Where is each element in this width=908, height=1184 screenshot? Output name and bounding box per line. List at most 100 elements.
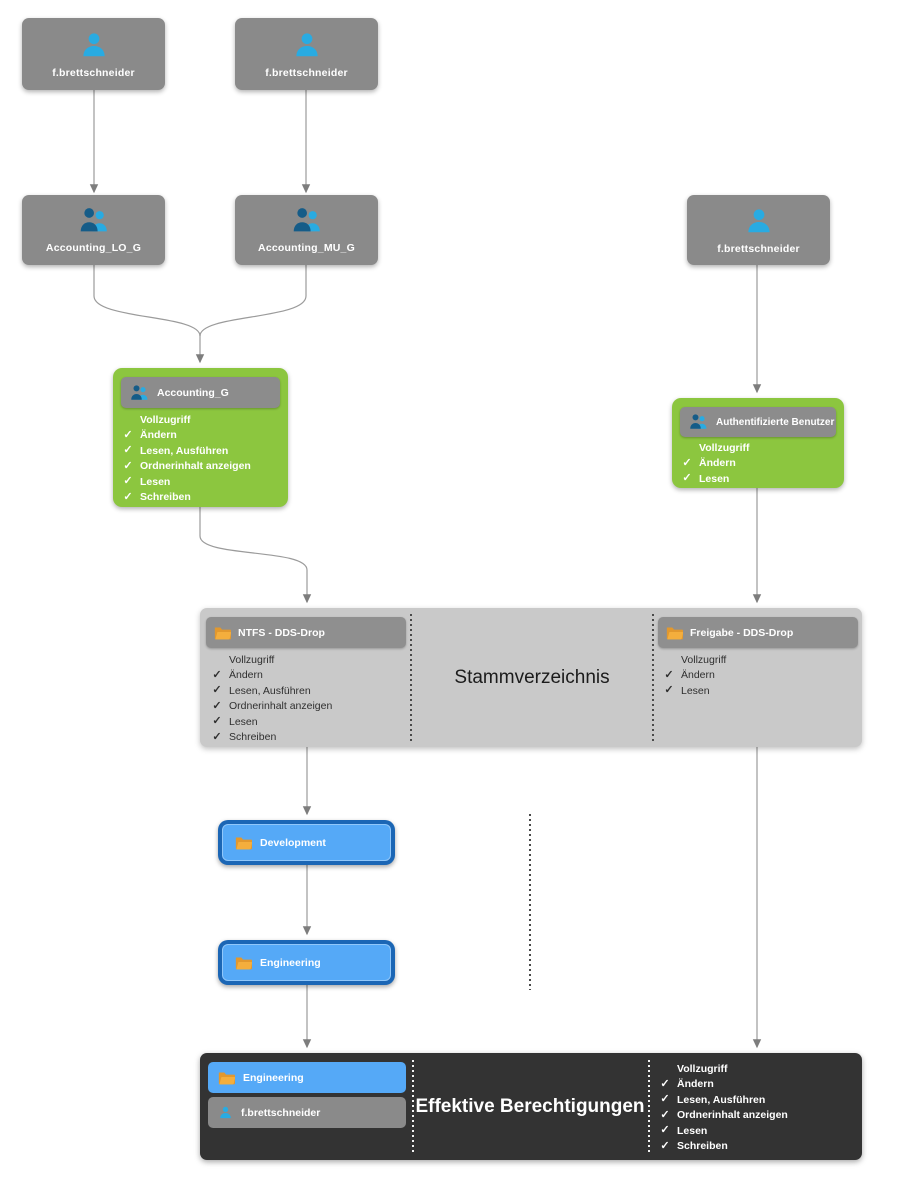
permission-row: ✓ Ordnerinhalt anzeigen — [121, 459, 251, 475]
permission-row: Vollzugriff — [680, 440, 750, 456]
permission-row: ✓ Lesen — [662, 683, 726, 699]
check-icon: ✓ — [664, 668, 674, 681]
header-label: Accounting_G — [157, 386, 229, 399]
permission-row: ✓ Ordnerinhalt anzeigen — [210, 699, 332, 715]
permission-list: Vollzugriff ✓ Ändern ✓ Lesen — [680, 440, 750, 487]
bar-label: Engineering — [243, 1071, 304, 1084]
header-label: Freigabe - DDS-Drop — [690, 626, 794, 639]
permission-label: Vollzugriff — [681, 653, 727, 666]
check-icon: ✓ — [212, 668, 222, 681]
check-icon: ✓ — [123, 490, 133, 503]
permission-row: ✓ Schreiben — [121, 490, 251, 506]
check-icon: ✓ — [660, 1124, 670, 1137]
folder-node-development: Development — [218, 820, 395, 865]
permission-label: Ändern — [229, 669, 263, 682]
check-icon: ✓ — [123, 444, 133, 457]
permission-label: Ordnerinhalt anzeigen — [140, 460, 251, 473]
bar-label: f.brettschneider — [241, 1106, 321, 1119]
section-divider — [652, 614, 654, 741]
check-icon: ✓ — [212, 684, 222, 697]
check-icon: ✓ — [660, 1093, 670, 1106]
permission-row: ✓ Ändern — [210, 668, 332, 684]
node-user-top-left: f.brettschneider — [22, 18, 165, 90]
check-icon: ✓ — [682, 456, 692, 469]
folder-icon — [218, 1071, 235, 1085]
check-icon: ✓ — [660, 1077, 670, 1090]
check-icon: ✓ — [123, 459, 133, 472]
permission-row: ✓Schreiben — [210, 730, 332, 746]
check-icon: ✓ — [123, 475, 133, 488]
check-icon: ✓ — [660, 1139, 670, 1152]
permission-label: Ändern — [677, 1078, 714, 1091]
permission-row: ✓ Ändern — [658, 1077, 788, 1093]
permission-label: Schreiben — [140, 491, 191, 504]
section-divider — [648, 1060, 650, 1154]
node-group-accounting-mu: Accounting_MU_G — [235, 195, 378, 265]
permission-label: Vollzugriff — [699, 441, 750, 454]
check-icon: ✓ — [682, 472, 692, 485]
permission-row: Vollzugriff — [662, 652, 726, 668]
user-icon — [218, 1105, 233, 1120]
permission-list: Vollzugriff ✓Ändern ✓Lesen — [662, 652, 726, 699]
section-divider — [410, 614, 412, 741]
share-header: Freigabe - DDS-Drop — [658, 617, 858, 648]
check-icon: ✓ — [212, 699, 222, 712]
node-user-top-right: f.brettschneider — [235, 18, 378, 90]
node-label: Accounting_LO_G — [45, 242, 142, 254]
permission-label: Lesen — [681, 684, 710, 697]
user-icon — [292, 30, 322, 60]
permission-label: Vollzugriff — [677, 1062, 728, 1075]
node-label: f.brettschneider — [717, 242, 800, 255]
user-icon — [79, 30, 109, 60]
folder-icon — [235, 836, 252, 850]
header-label: Authentifizierte Benutzer — [716, 416, 835, 428]
permission-row: Vollzugriff — [121, 412, 251, 428]
permission-box-header: Accounting_G — [121, 377, 280, 408]
check-icon: ✓ — [212, 730, 222, 743]
effective-user-bar: f.brettschneider — [208, 1097, 406, 1128]
permission-label: Vollzugriff — [140, 413, 191, 426]
section-title-root: Stammverzeichnis — [454, 667, 610, 688]
permission-label: Ordnerinhalt anzeigen — [229, 700, 333, 713]
permission-list: Vollzugriff ✓ Ändern ✓ Lesen, Ausführen ✓ O… — [210, 652, 332, 745]
permission-list: Vollzugriff ✓ Ändern ✓ Lesen, Ausführen ✓O… — [658, 1061, 788, 1155]
effective-folder-bar: Engineering — [208, 1062, 406, 1093]
permission-row: ✓ Ändern — [680, 456, 750, 472]
check-icon: ✓ — [123, 428, 133, 441]
permission-row: ✓ Lesen — [658, 1123, 788, 1139]
permission-row: ✓ Lesen, Ausführen — [210, 683, 332, 699]
header-label: NTFS - DDS-Drop — [238, 626, 325, 639]
permission-row: ✓ Lesen, Ausführen — [658, 1092, 788, 1108]
permission-label: Ändern — [140, 429, 177, 442]
permission-label: Lesen, Ausführen — [140, 444, 229, 457]
section-title-effective: Effektive Berechtigungen — [415, 1096, 645, 1117]
node-label: Engineering — [260, 956, 321, 969]
permission-label: Lesen — [677, 1124, 708, 1137]
group-icon — [77, 206, 111, 235]
permission-label: Lesen — [699, 472, 730, 485]
permission-row: ✓Schreiben — [658, 1139, 788, 1155]
section-divider — [412, 1060, 414, 1154]
permission-label: Lesen, Ausführen — [229, 684, 311, 697]
folder-node-engineering: Engineering — [218, 940, 395, 985]
permission-row: ✓Ordnerinhalt anzeigen — [658, 1108, 787, 1124]
node-label: f.brettschneider — [265, 66, 348, 79]
group-icon — [129, 384, 150, 402]
permission-row: Vollzugriff — [210, 652, 332, 668]
permission-label: Ändern — [699, 457, 736, 470]
permission-label: Lesen, Ausführen — [677, 1093, 766, 1106]
permission-box-auth-users: Authentifizierte Benutzer Vollzugriff ✓ Ä… — [672, 398, 844, 488]
permission-box-accounting-g: Accounting_G Vollzugriff ✓ Ändern ✓ Lesen,… — [113, 368, 288, 507]
group-icon — [290, 206, 324, 235]
permission-row: ✓Lesen — [210, 714, 332, 730]
permission-list: Vollzugriff ✓ Ändern ✓ Lesen, Ausführen ✓ O… — [121, 412, 251, 506]
permission-row: ✓Lesen — [121, 474, 251, 490]
permission-row: ✓ Ändern — [121, 428, 251, 444]
check-icon: ✓ — [664, 684, 674, 697]
ntfs-header: NTFS - DDS-Drop — [206, 617, 406, 648]
permission-box-header: Authentifizierte Benutzer — [680, 407, 836, 437]
node-group-accounting-lo: Accounting_LO_G — [22, 195, 165, 265]
check-icon: ✓ — [660, 1108, 670, 1121]
folder-icon — [666, 626, 683, 640]
